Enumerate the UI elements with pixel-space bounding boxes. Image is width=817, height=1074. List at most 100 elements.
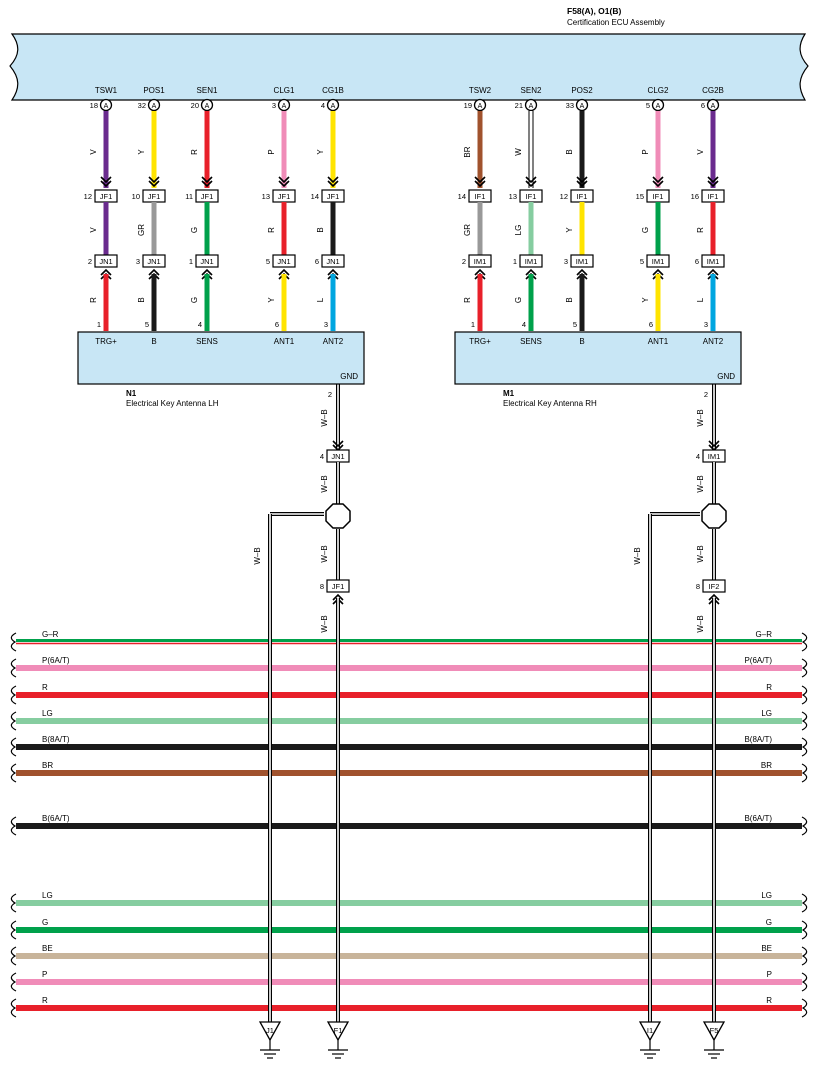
bus-label-left: BE xyxy=(42,944,53,953)
junction1-num: 12 xyxy=(84,192,92,201)
bus-label-right: BR xyxy=(761,761,772,770)
antenna-pin-name: ANT1 xyxy=(274,337,295,346)
bus-label-left: LG xyxy=(42,891,53,900)
junction1-num: 11 xyxy=(185,192,193,201)
antenna-body xyxy=(454,331,742,385)
junction2-num: 1 xyxy=(189,257,193,266)
ground-wire-label: W–B xyxy=(696,475,705,492)
ecu-pin-number: 4 xyxy=(321,101,325,110)
ecu-pin-connector-icon xyxy=(147,98,161,112)
upper-wire-color: V xyxy=(696,149,705,155)
antenna-pin-number: 1 xyxy=(471,320,475,329)
down-chevron-icon xyxy=(148,176,160,188)
upper-wire-color: Y xyxy=(316,149,325,155)
ground-terminal-label: F1 xyxy=(334,1026,343,1035)
ecu-body xyxy=(9,33,809,101)
ground-junction1-label: IM1 xyxy=(708,452,721,461)
bus-label-right: LG xyxy=(761,891,772,900)
antenna-pin-name: ANT1 xyxy=(648,337,669,346)
upper-wire-color: W xyxy=(514,148,523,156)
ecu-pin-number: 5 xyxy=(646,101,650,110)
low-wire-color: Y xyxy=(267,297,276,303)
ecu-pin-number: 19 xyxy=(464,101,472,110)
junction2-box xyxy=(94,254,118,268)
ecu-pin-tag: A xyxy=(478,103,483,110)
ecu-pin-connector-icon xyxy=(473,98,487,112)
ground-wire-label: W–B xyxy=(633,547,642,564)
ground-wire-label: W–B xyxy=(320,475,329,492)
ecu-pin-number: 3 xyxy=(272,101,276,110)
ground-terminal-label: I1 xyxy=(647,1026,653,1035)
wavy-break-right-icon xyxy=(801,920,808,940)
bus-label-left: BR xyxy=(42,761,53,770)
ecu-subtitle: Certification ECU Assembly xyxy=(567,18,665,27)
junction1-label: JF1 xyxy=(201,192,214,201)
splice-point-icon xyxy=(325,503,351,529)
ecu-pin-connector-icon xyxy=(326,98,340,112)
wavy-break-left-icon xyxy=(10,763,17,783)
junction2-box xyxy=(272,254,296,268)
upper-wire-color: B xyxy=(565,149,574,154)
junction1-num: 16 xyxy=(691,192,699,201)
ecu-pin-connector-icon xyxy=(200,98,214,112)
wavy-break-left-icon xyxy=(10,816,17,836)
junction2-box xyxy=(195,254,219,268)
antenna-pin-name: SENS xyxy=(520,337,542,346)
bus-label-left: LG xyxy=(42,709,53,718)
wavy-break-right-icon xyxy=(801,763,808,783)
ground-terminal-icon xyxy=(258,1021,282,1042)
upper-wire-color: R xyxy=(190,149,199,155)
bus-label-left: B(6A/T) xyxy=(42,814,70,823)
wavy-break-right-icon xyxy=(801,998,808,1018)
ground-terminal-label: J1 xyxy=(266,1026,274,1035)
ecu-pin-name: SEN1 xyxy=(197,86,218,95)
ecu-pin-connector-icon xyxy=(524,98,538,112)
low-wire-color: R xyxy=(89,297,98,303)
antenna-gnd-label: GND xyxy=(717,372,735,381)
ecu-pin-name: CLG2 xyxy=(648,86,669,95)
ecu-pin-name: POS1 xyxy=(143,86,165,95)
junction2-label: IM1 xyxy=(576,257,589,266)
ground-terminal-icon xyxy=(638,1021,662,1042)
junction2-box xyxy=(519,254,543,268)
splice-point-icon xyxy=(701,503,727,529)
upper-wire-color: Y xyxy=(137,149,146,155)
junction2-num: 3 xyxy=(564,257,568,266)
wavy-break-right-icon xyxy=(801,711,808,731)
junction1-label: IF1 xyxy=(526,192,537,201)
junction1-num: 14 xyxy=(311,192,319,201)
antenna-pin-name: B xyxy=(579,337,584,346)
down-chevron-icon xyxy=(278,176,290,188)
ecu-pin-connector-icon xyxy=(99,98,113,112)
mid-wire-color: G xyxy=(641,227,650,233)
junction1-label: JF1 xyxy=(278,192,291,201)
antenna-pin-name: TRG+ xyxy=(95,337,117,346)
bus-label-left: P xyxy=(42,970,47,979)
wavy-break-left-icon xyxy=(10,685,17,705)
wavy-break-right-icon xyxy=(801,893,808,913)
down-chevron-icon xyxy=(100,176,112,188)
bus-label-right: B(6A/T) xyxy=(744,814,772,823)
junction2-label: IM1 xyxy=(707,257,720,266)
junction1-num: 13 xyxy=(509,192,517,201)
mid-wire-color: Y xyxy=(565,227,574,233)
junction1-label: JF1 xyxy=(100,192,113,201)
junction1-num: 14 xyxy=(458,192,466,201)
mid-wire-color: R xyxy=(267,227,276,233)
down-chevron-icon xyxy=(652,176,664,188)
antenna-pin-number: 4 xyxy=(198,320,202,329)
low-wire-color: R xyxy=(463,297,472,303)
ground-terminal-icon xyxy=(326,1021,350,1042)
ground-junction1-num: 4 xyxy=(320,452,324,461)
wavy-break-left-icon xyxy=(10,920,17,940)
antenna-gnd-number: 2 xyxy=(328,390,332,399)
bus-label-left: G xyxy=(42,918,48,927)
ground-wire-label: W–B xyxy=(320,409,329,426)
junction2-num: 5 xyxy=(266,257,270,266)
junction2-num: 5 xyxy=(640,257,644,266)
ecu-pin-connector-icon xyxy=(575,98,589,112)
